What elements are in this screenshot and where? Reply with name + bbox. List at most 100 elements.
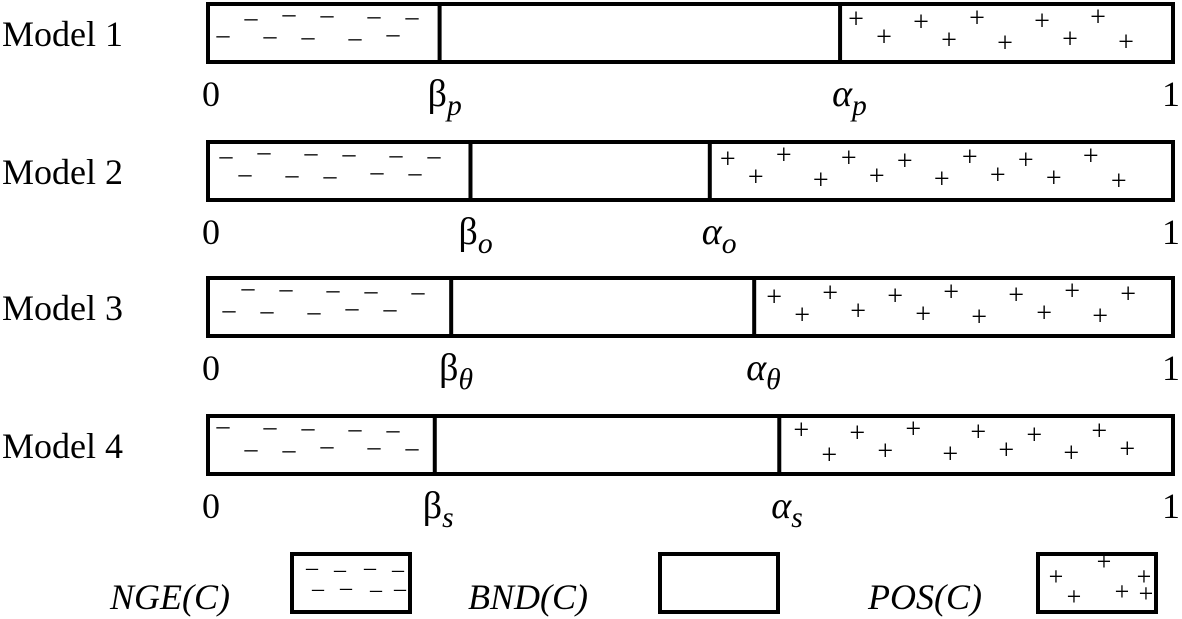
plus-sign: + bbox=[869, 161, 885, 192]
axis-one-label: 1 bbox=[1162, 74, 1180, 114]
minus-sign: – bbox=[263, 412, 278, 441]
plus-sign: + bbox=[1139, 579, 1154, 608]
legend-label: NGE(C) bbox=[109, 577, 230, 617]
plus-sign: + bbox=[821, 440, 837, 471]
minus-sign: – bbox=[279, 274, 294, 303]
plus-sign: + bbox=[942, 439, 958, 470]
beta-label: βp bbox=[428, 73, 462, 122]
plus-sign: + bbox=[1119, 434, 1135, 465]
plus-sign: + bbox=[1137, 562, 1152, 591]
minus-sign: – bbox=[238, 159, 253, 188]
minus-sign: – bbox=[244, 3, 259, 32]
plus-sign: + bbox=[1092, 301, 1108, 332]
plus-sign: + bbox=[1049, 562, 1064, 591]
axis-one-label: 1 bbox=[1162, 348, 1180, 388]
plus-sign: + bbox=[876, 22, 892, 53]
alpha-label: αp bbox=[832, 73, 867, 122]
axis-zero-label: 0 bbox=[202, 212, 220, 252]
plus-sign: + bbox=[776, 140, 792, 171]
minus-sign: – bbox=[427, 141, 442, 170]
plus-sign: + bbox=[1090, 2, 1106, 33]
minus-sign: – bbox=[389, 140, 404, 169]
beta-label-subscript: p bbox=[445, 90, 462, 122]
alpha-label: αθ bbox=[746, 347, 781, 396]
alpha-label-symbol: α bbox=[746, 347, 767, 389]
beta-label-symbol: β bbox=[428, 73, 447, 115]
plus-sign: + bbox=[748, 162, 764, 193]
minus-sign: – bbox=[326, 275, 341, 304]
alpha-label-symbol: α bbox=[771, 485, 792, 527]
plus-sign: + bbox=[1046, 163, 1062, 194]
model-label: Model 1 bbox=[2, 14, 123, 54]
plus-sign: + bbox=[969, 3, 985, 34]
plus-sign: + bbox=[997, 28, 1013, 59]
plus-sign: + bbox=[915, 299, 931, 330]
legend-label: POS(C) bbox=[867, 577, 982, 617]
minus-sign: – bbox=[369, 577, 383, 603]
alpha-label-subscript: θ bbox=[766, 364, 781, 396]
plus-sign: + bbox=[877, 436, 893, 467]
minus-sign: – bbox=[363, 555, 377, 581]
minus-sign: – bbox=[342, 139, 357, 168]
plus-sign: + bbox=[1091, 416, 1107, 447]
interval-bar bbox=[206, 276, 1175, 338]
legend-label: BND(C) bbox=[468, 577, 588, 617]
plus-sign: + bbox=[850, 296, 866, 327]
plus-sign: + bbox=[1062, 24, 1078, 55]
plus-sign: + bbox=[1018, 145, 1034, 176]
alpha-label: αs bbox=[771, 485, 802, 534]
minus-sign: – bbox=[257, 137, 272, 166]
plus-sign: + bbox=[766, 282, 782, 313]
minus-sign: – bbox=[364, 276, 379, 305]
plus-sign: + bbox=[1034, 6, 1050, 37]
minus-sign: – bbox=[405, 2, 420, 31]
minus-sign: – bbox=[307, 297, 322, 326]
minus-sign: – bbox=[348, 414, 363, 443]
plus-sign: + bbox=[813, 165, 829, 196]
minus-sign: – bbox=[323, 161, 338, 190]
plus-sign: + bbox=[841, 143, 857, 174]
minus-sign: – bbox=[333, 557, 347, 583]
legend-item-ngec: NGE(C)–––––––– bbox=[109, 552, 412, 617]
minus-sign: – bbox=[311, 576, 325, 602]
minus-sign: – bbox=[383, 294, 398, 323]
plus-sign: + bbox=[971, 302, 987, 333]
plus-sign: + bbox=[1008, 280, 1024, 311]
minus-sign: – bbox=[301, 22, 316, 51]
plus-sign: + bbox=[822, 278, 838, 309]
legend-swatch bbox=[1036, 552, 1158, 614]
legend-item-bndc: BND(C) bbox=[468, 552, 780, 617]
axis-zero-label: 0 bbox=[202, 486, 220, 526]
alpha-label: αo bbox=[702, 211, 737, 260]
plus-sign: + bbox=[1036, 298, 1052, 329]
interval-bar bbox=[206, 2, 1175, 64]
plus-sign: + bbox=[913, 7, 929, 38]
minus-sign: – bbox=[285, 160, 300, 189]
model-label: Model 4 bbox=[2, 426, 123, 466]
alpha-label-subscript: s bbox=[791, 502, 803, 534]
plus-sign: + bbox=[897, 146, 913, 177]
minus-sign: – bbox=[241, 273, 256, 302]
axis-one-label: 1 bbox=[1162, 486, 1180, 526]
minus-sign: – bbox=[263, 21, 278, 50]
plus-sign: + bbox=[1120, 279, 1136, 310]
minus-sign: – bbox=[367, 432, 382, 461]
minus-sign: – bbox=[386, 415, 401, 444]
beta-label: βθ bbox=[439, 347, 473, 396]
plus-sign: + bbox=[1118, 27, 1134, 58]
beta-label-subscript: o bbox=[478, 228, 493, 260]
minus-sign: – bbox=[320, 431, 335, 460]
plus-sign: + bbox=[1115, 577, 1130, 606]
plus-sign: + bbox=[970, 417, 986, 448]
plus-sign: + bbox=[848, 4, 864, 35]
plus-sign: + bbox=[720, 144, 736, 175]
minus-sign: – bbox=[391, 557, 405, 583]
minus-sign: – bbox=[370, 157, 385, 186]
plus-sign: + bbox=[887, 281, 903, 312]
plus-sign: + bbox=[1083, 141, 1099, 172]
minus-sign: – bbox=[222, 295, 237, 324]
